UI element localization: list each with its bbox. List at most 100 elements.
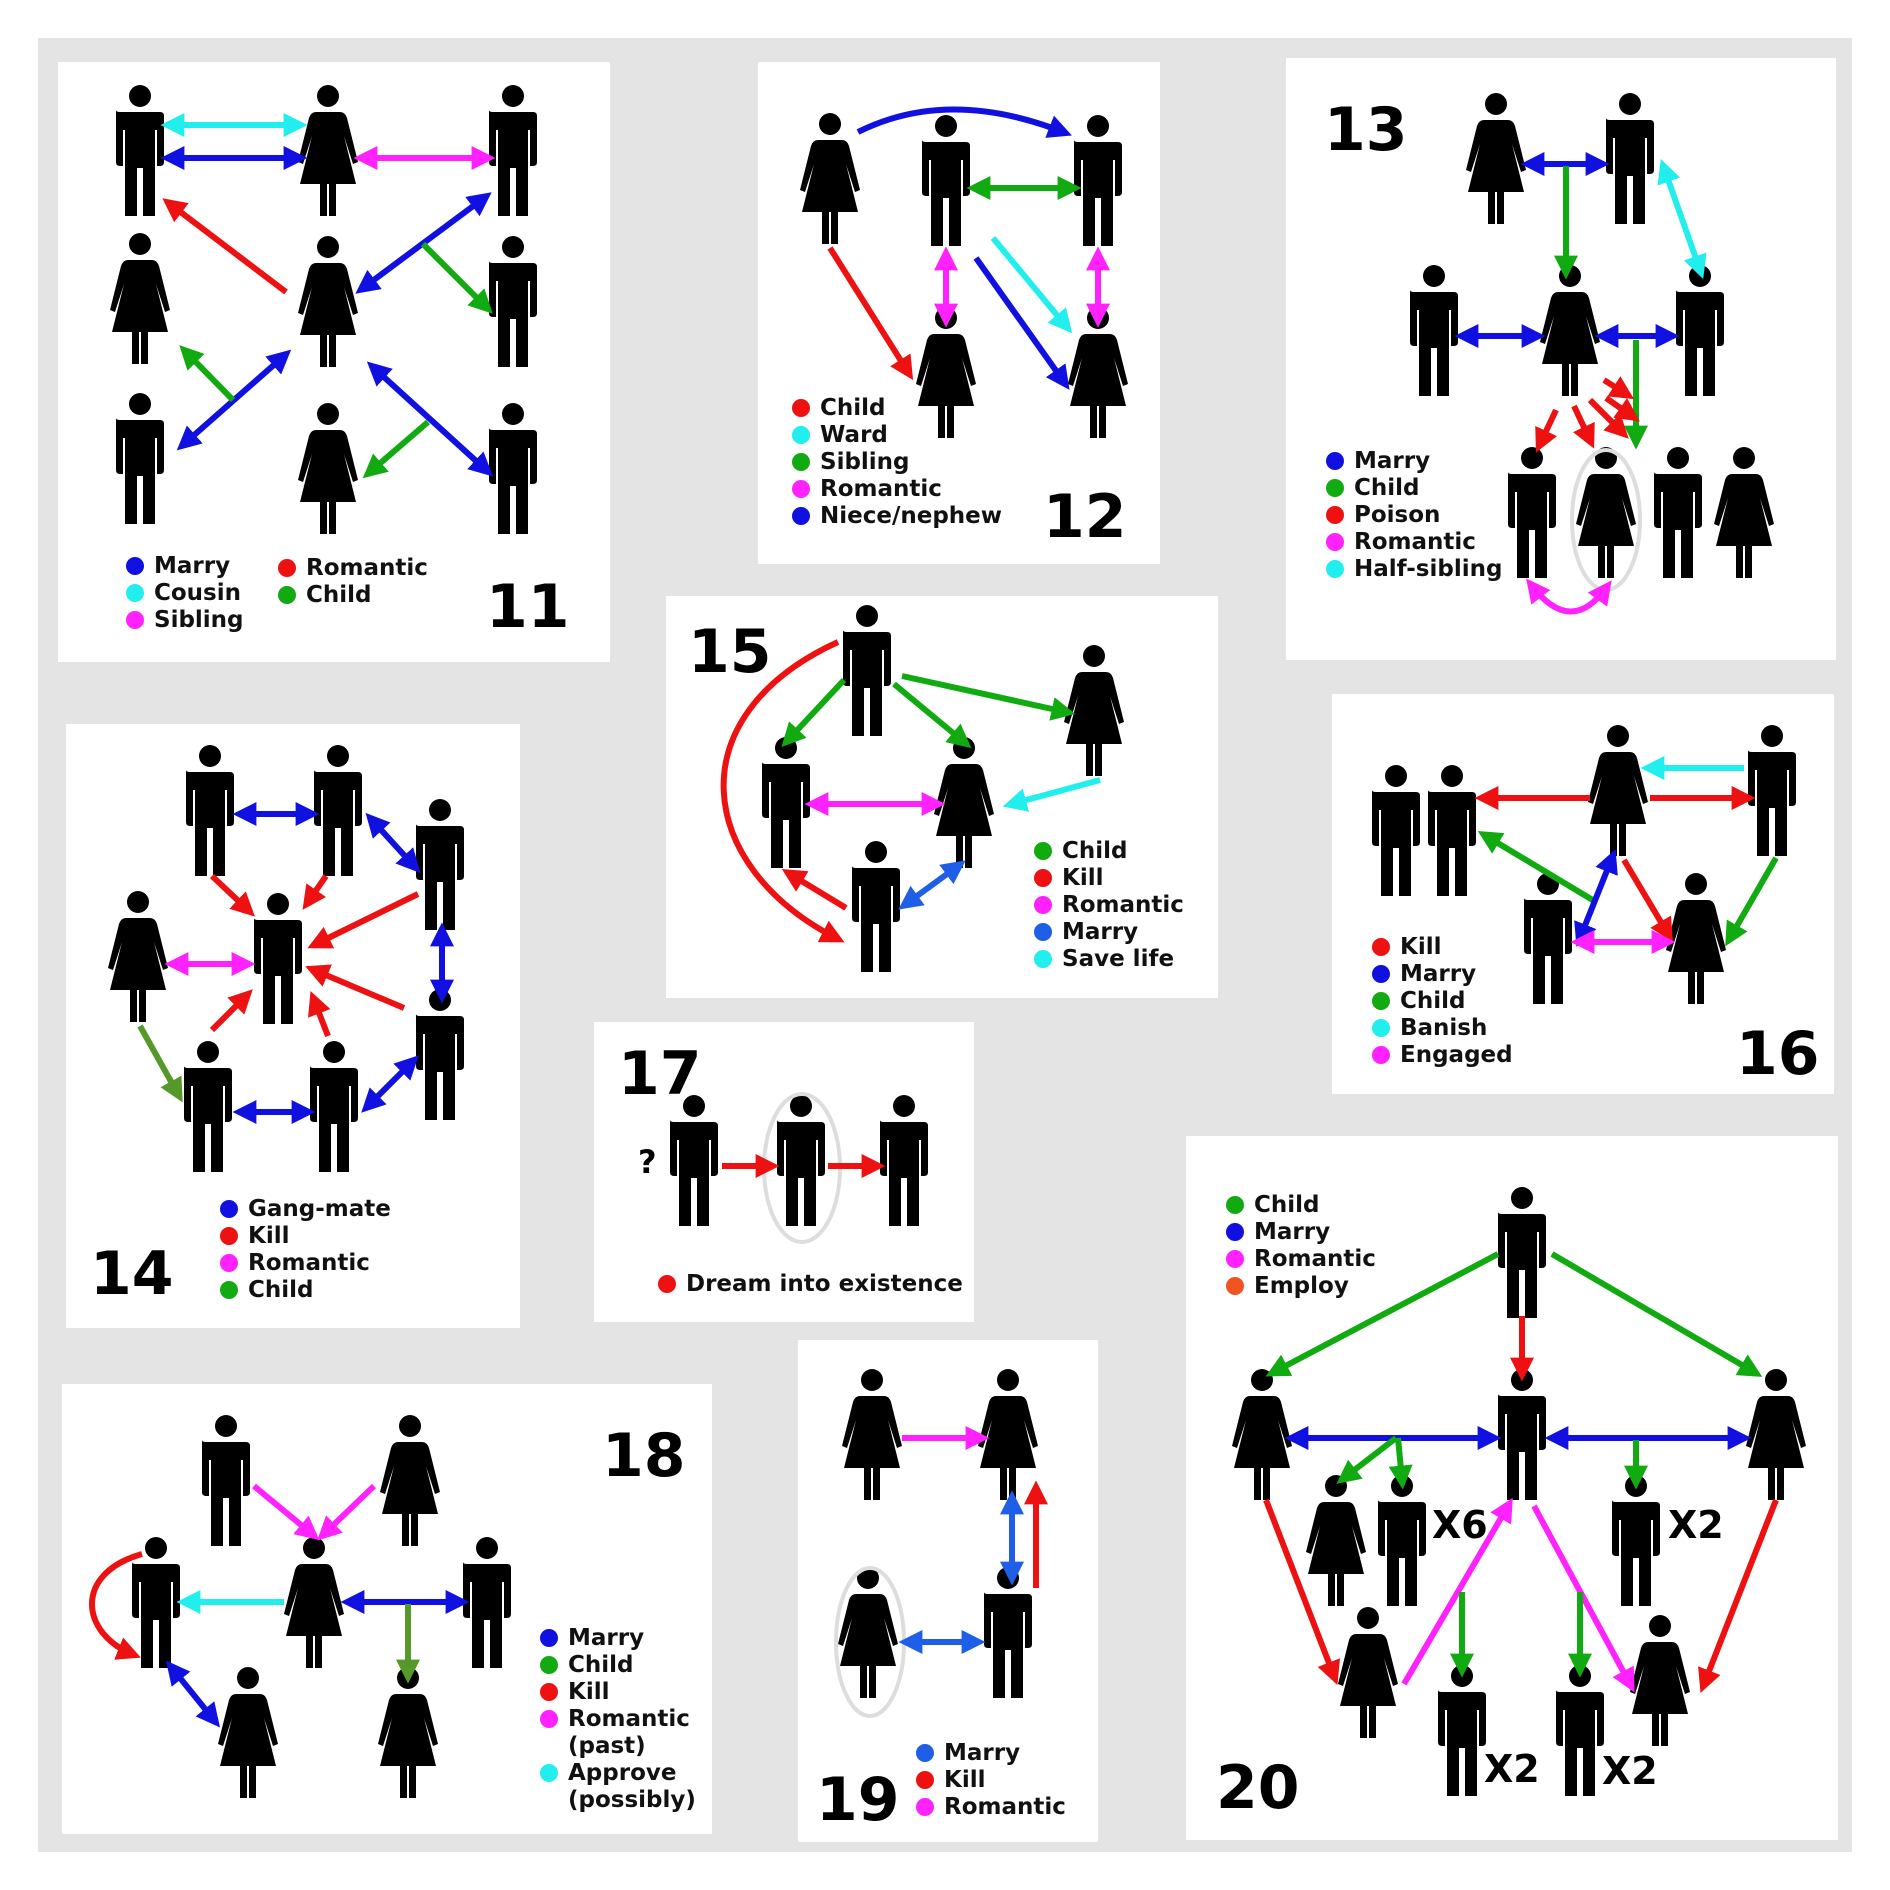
legend-item: Marry [916,1740,1066,1767]
legend-label: Kill [1062,865,1104,891]
figure-f [842,1369,902,1500]
marry-arrow [176,349,292,451]
legend-label: Save life [1062,946,1175,972]
gang-mate-arrow [361,1055,419,1113]
niece-nephew-arrow [856,106,1072,138]
legend-swatch [1034,842,1052,860]
multiplier-label: X2 [1668,1503,1724,1547]
legend-label: Kill [568,1679,610,1705]
legend-swatch [1372,965,1390,983]
romantic-arrow [162,198,288,295]
legend-label: Romantic [820,476,942,502]
legend-swatch [916,1771,934,1789]
legend-item: Kill [1034,865,1184,892]
figure-m [762,737,810,868]
legend-label: Romantic [1062,892,1184,918]
figure-m [463,1537,511,1668]
legend-swatch [1034,950,1052,968]
romantic-past-arrow [317,1483,377,1541]
figure-f [1714,447,1774,578]
child-arrow [1388,1437,1413,1490]
figure-m [1654,447,1702,578]
save-life-arrow [1002,777,1101,812]
legend-label: Engaged [1400,1042,1513,1068]
legend-item: Kill [540,1679,696,1706]
legend-item: Marry [1034,919,1184,946]
legend-swatch [1326,479,1344,497]
multiplier-label: X2 [1484,1747,1540,1791]
legend-item: Romantic [220,1250,391,1277]
gang-mate-arrow [365,812,421,874]
legend-label: Child [820,395,886,421]
legend-label: Approve (possibly) [568,1760,696,1813]
legend-swatch [278,586,296,604]
legend-swatch [658,1275,676,1293]
panel-number: 20 [1216,1753,1300,1823]
legend-label: Marry [1062,919,1139,945]
figure-f [378,1667,438,1798]
legend-label: Romantic [306,555,428,581]
legend-item: Save life [1034,946,1184,973]
panel-17: 17 ? Dream into existence [594,1022,974,1322]
figure-f [1588,725,1648,856]
legend-label: Child [1062,838,1128,864]
legend-label: Marry [1400,961,1477,987]
legend-item: Niece/nephew [792,503,1002,530]
figure-m [1410,265,1458,396]
marry-arrow [355,192,492,294]
legend-item: Child [792,395,1002,422]
legend-label: Romantic [944,1794,1066,1820]
kill-arrow [307,891,420,949]
legend-item: Marry [1226,1219,1376,1246]
figure-m [1498,1369,1546,1500]
legend-item: Cousin [126,580,244,607]
figure-f [298,403,358,534]
legend-swatch [1326,560,1344,578]
panel-number: 11 [486,572,570,642]
legend-item: Employ [1226,1273,1376,1300]
figure-m [922,115,970,246]
legend-label: Dream into existence [686,1271,963,1297]
legend-item: Sibling [792,449,1002,476]
legend-label: Kill [1400,934,1442,960]
kill-arrow [302,874,329,910]
legend-label: Child [1254,1192,1320,1218]
romantic-arrow [1698,1498,1779,1693]
figure-m [254,893,302,1024]
panel-number: 17 [618,1039,702,1109]
figure-m [1378,1475,1426,1606]
legend-label: Romantic [248,1250,370,1276]
legend-item: Romantic [1034,892,1184,919]
kill-arrow [781,869,848,911]
legend-swatch [1372,992,1390,1010]
legend-item: Romantic [792,476,1002,503]
legend-label: Banish [1400,1015,1488,1041]
legend-swatch [1226,1277,1244,1295]
poison-arrow [1535,408,1559,453]
figure-f [1338,1607,1398,1738]
legend-swatch [126,557,144,575]
marry-arrow [366,361,494,477]
marry-arrow [898,860,966,910]
figure-m [1074,115,1122,246]
half-sibling-arrow [1657,158,1707,280]
legend-label: Child [1400,988,1466,1014]
legend-item: Child [1226,1192,1376,1219]
figure-m [314,745,362,876]
figure-m [777,1095,825,1226]
legend-swatch [792,507,810,525]
legend-swatch [792,399,810,417]
legend: Dream into existence [658,1271,963,1298]
legend-label: Marry [1254,1219,1331,1245]
legend-item: Child [540,1652,696,1679]
figure-m [843,605,891,736]
figure-m [489,403,537,534]
figure-m [1498,1187,1546,1318]
